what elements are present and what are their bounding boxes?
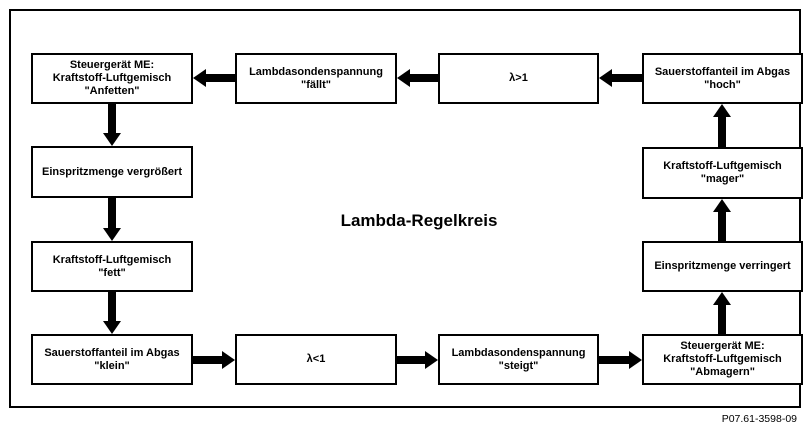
arrow-head [713,292,731,305]
flow-box-sauerstoffanteil-klein: Sauerstoffanteil im Abgas "klein" [31,334,193,385]
arrow-shaft [108,292,116,321]
arrow-shaft [718,305,726,334]
arrow-shaft [612,74,642,82]
arrow-up-icon [713,199,731,241]
arrow-shaft [718,212,726,241]
arrow-down-icon [103,292,121,334]
box-text-line: Lambdasondenspannung [249,65,383,78]
box-text-line: Lambdasondenspannung [451,346,586,359]
box-text-line: Sauerstoffanteil im Abgas [44,346,180,359]
arrow-head [397,69,410,87]
arrow-shaft [718,117,726,147]
arrow-head [713,199,731,212]
flow-box-steuergeraet-abmagern: Steuergerät ME: Kraftstoff-Luftgemisch "… [642,334,803,385]
arrow-down-icon [103,198,121,241]
flow-box-lambdasondenspannung-faellt: Lambdasondenspannung "fällt" [235,53,397,104]
box-text-line: λ>1 [509,72,528,84]
flow-box-lambda-kleiner-1: λ<1 [235,334,397,385]
arrow-head [103,228,121,241]
arrow-up-icon [713,292,731,334]
box-text-line: "Abmagern" [690,366,755,378]
box-text-line: "fällt" [301,78,331,91]
arrow-head [193,69,206,87]
arrow-head [629,351,642,369]
box-text-line: Einspritzmenge vergrößert [42,165,182,178]
arrow-head [599,69,612,87]
box-text-line: "Anfetten" [84,85,140,97]
arrow-down-icon [103,104,121,146]
box-text-line: "klein" [94,359,130,372]
diagram-title: Lambda-Regelkreis [340,211,498,230]
flow-box-einspritzmenge-vergroessert: Einspritzmenge vergrößert [31,146,193,198]
arrow-shaft [206,74,235,82]
arrow-head [103,321,121,334]
box-text-line: Kraftstoff-Luftgemisch [663,353,782,365]
box-text-line: Steuergerät ME: [680,340,765,352]
arrow-left-icon [397,69,438,87]
flow-box-kraftstoff-luftgemisch-fett: Kraftstoff-Luftgemisch "fett" [31,241,193,292]
box-text-line: Kraftstoff-Luftgemisch [52,72,172,84]
flow-box-einspritzmenge-verringert: Einspritzmenge verringert [642,241,803,292]
box-text-line: Steuergerät ME: [69,59,155,71]
arrow-shaft [108,104,116,133]
figure-number: P07.61-3598-09 [721,413,797,425]
arrow-head [103,133,121,146]
arrow-shaft [108,198,116,228]
box-text-line: Einspritzmenge verringert [654,260,791,272]
box-text-line: "hoch" [704,78,741,91]
arrow-right-icon [599,351,642,369]
flow-box-lambda-groesser-1: λ>1 [438,53,599,104]
arrow-right-icon [193,351,235,369]
box-text-line: Kraftstoff-Luftgemisch [663,160,782,172]
arrow-shaft [410,74,438,82]
diagram-frame: Steuergerät ME: Kraftstoff-Luftgemisch "… [9,9,803,408]
arrow-left-icon [193,69,235,87]
box-text-line: λ<1 [306,353,326,365]
arrow-shaft [193,356,222,364]
flow-box-lambdasondenspannung-steigt: Lambdasondenspannung "steigt" [438,334,599,385]
arrow-head [222,351,235,369]
arrow-left-icon [599,69,642,87]
box-text-line: Sauerstoffanteil im Abgas [654,65,791,78]
box-text-line: "fett" [98,266,126,279]
arrow-up-icon [713,104,731,147]
box-text-line: "mager" [700,173,745,185]
flow-box-kraftstoff-luftgemisch-mager: Kraftstoff-Luftgemisch "mager" [642,147,803,199]
box-text-line: Kraftstoff-Luftgemisch [52,253,172,266]
arrow-right-icon [397,351,438,369]
arrow-head [713,104,731,117]
arrow-shaft [397,356,425,364]
box-text-line: "steigt" [498,359,539,372]
flow-box-sauerstoffanteil-hoch: Sauerstoffanteil im Abgas "hoch" [642,53,803,104]
arrow-head [425,351,438,369]
arrow-shaft [599,356,629,364]
flow-box-steuergeraet-anfetten: Steuergerät ME: Kraftstoff-Luftgemisch "… [31,53,193,104]
